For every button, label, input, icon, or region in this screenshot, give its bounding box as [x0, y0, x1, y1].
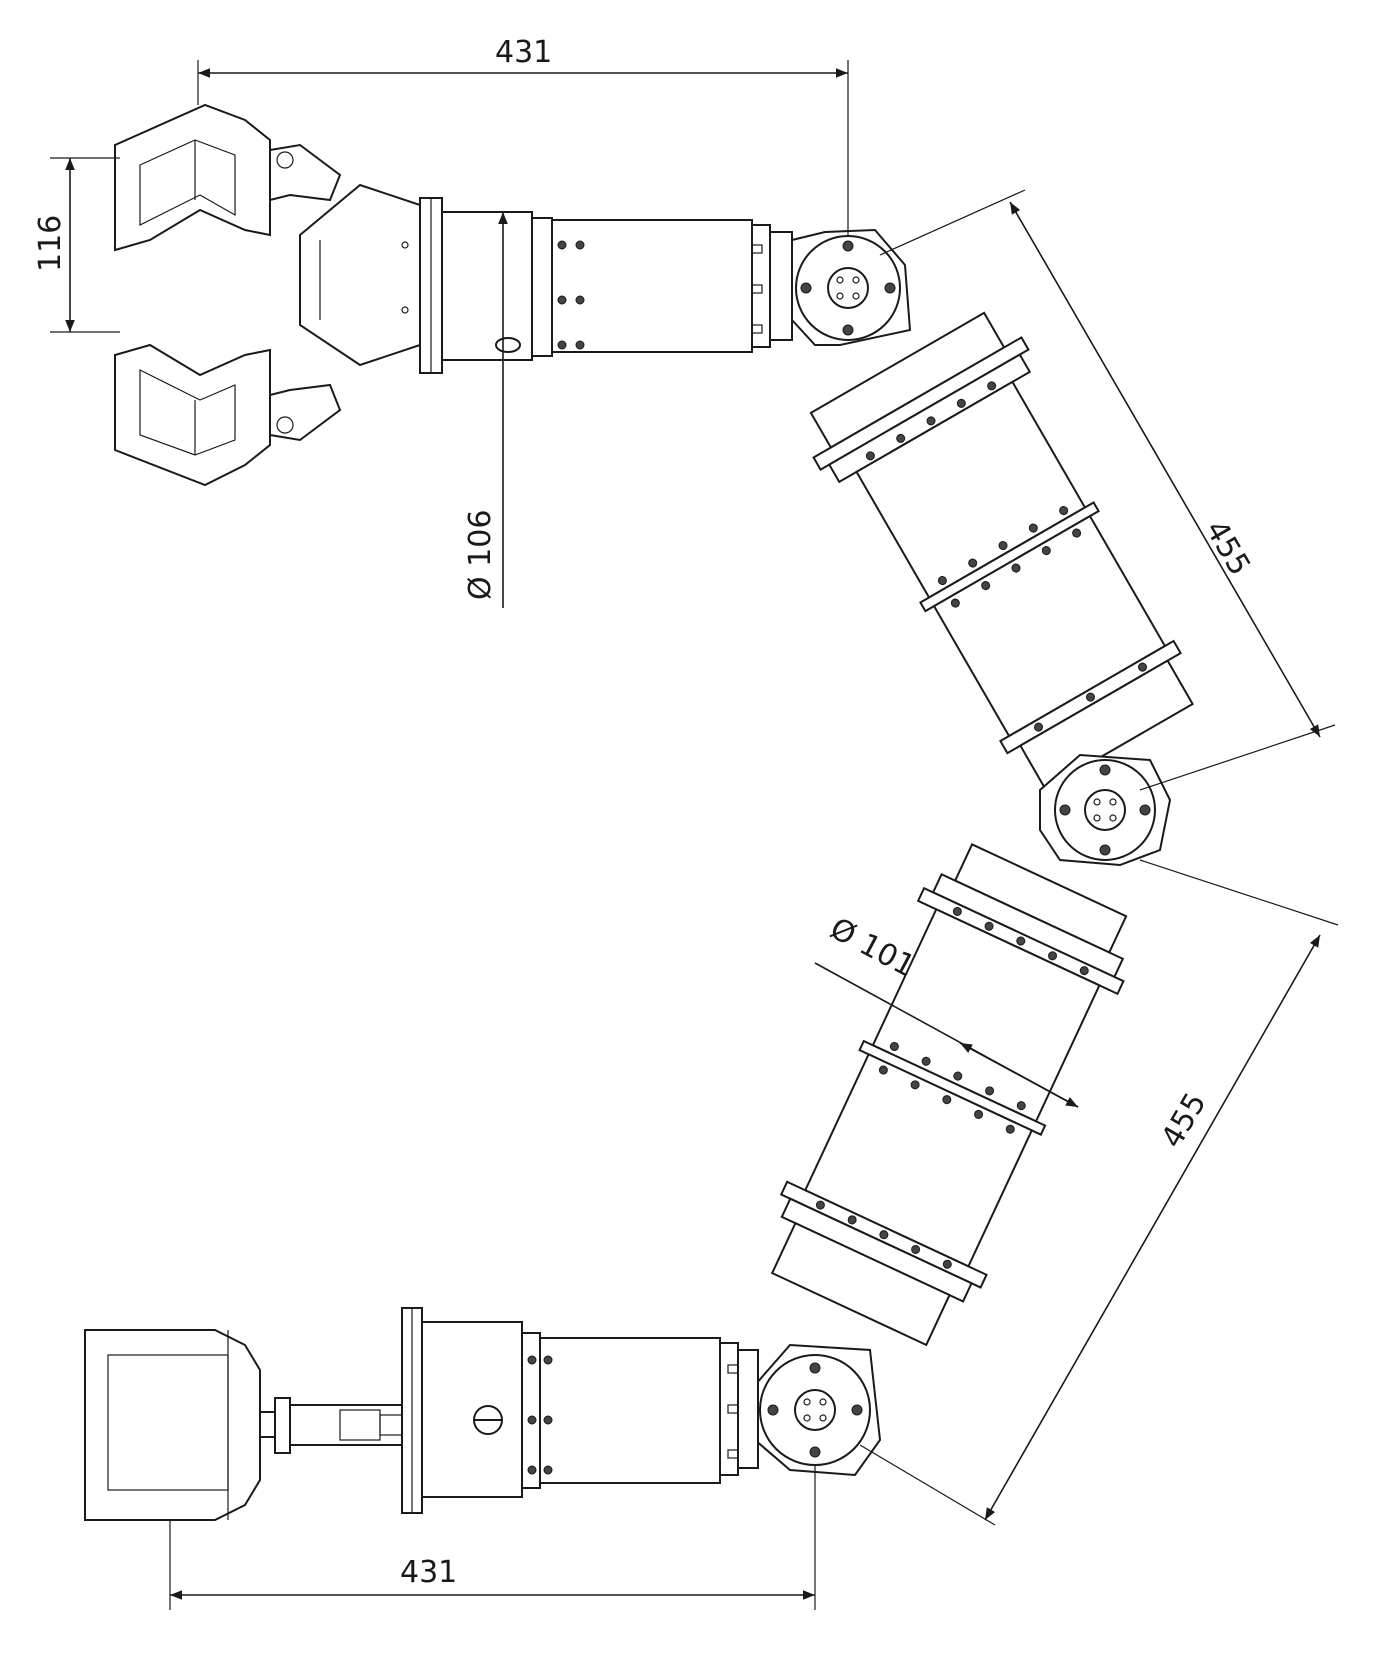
- dimension-labels: 431 116 Ø 106 455 Ø 101 455 431: [33, 35, 1257, 1590]
- dim-gripper-opening: 116: [33, 215, 68, 272]
- dim-wrist-diameter: Ø 106: [463, 510, 498, 600]
- upper-link: [809, 311, 1194, 791]
- dim-lower-link-diameter: Ø 101: [824, 911, 920, 984]
- elbow-joint-middle: [1039, 753, 1172, 867]
- lower-link: [770, 843, 1128, 1347]
- dimension-annotations: [50, 60, 1339, 1610]
- dim-top-width: 431: [495, 35, 552, 70]
- base-joint: [754, 1343, 882, 1477]
- dim-bottom-width: 431: [400, 1555, 457, 1590]
- base-assembly: [84, 1307, 759, 1521]
- dim-lower-link-length: 455: [1155, 1087, 1214, 1154]
- dim-upper-link-length: 455: [1198, 515, 1257, 582]
- elbow-joint-upper: [791, 228, 912, 346]
- top-gripper: [114, 103, 793, 487]
